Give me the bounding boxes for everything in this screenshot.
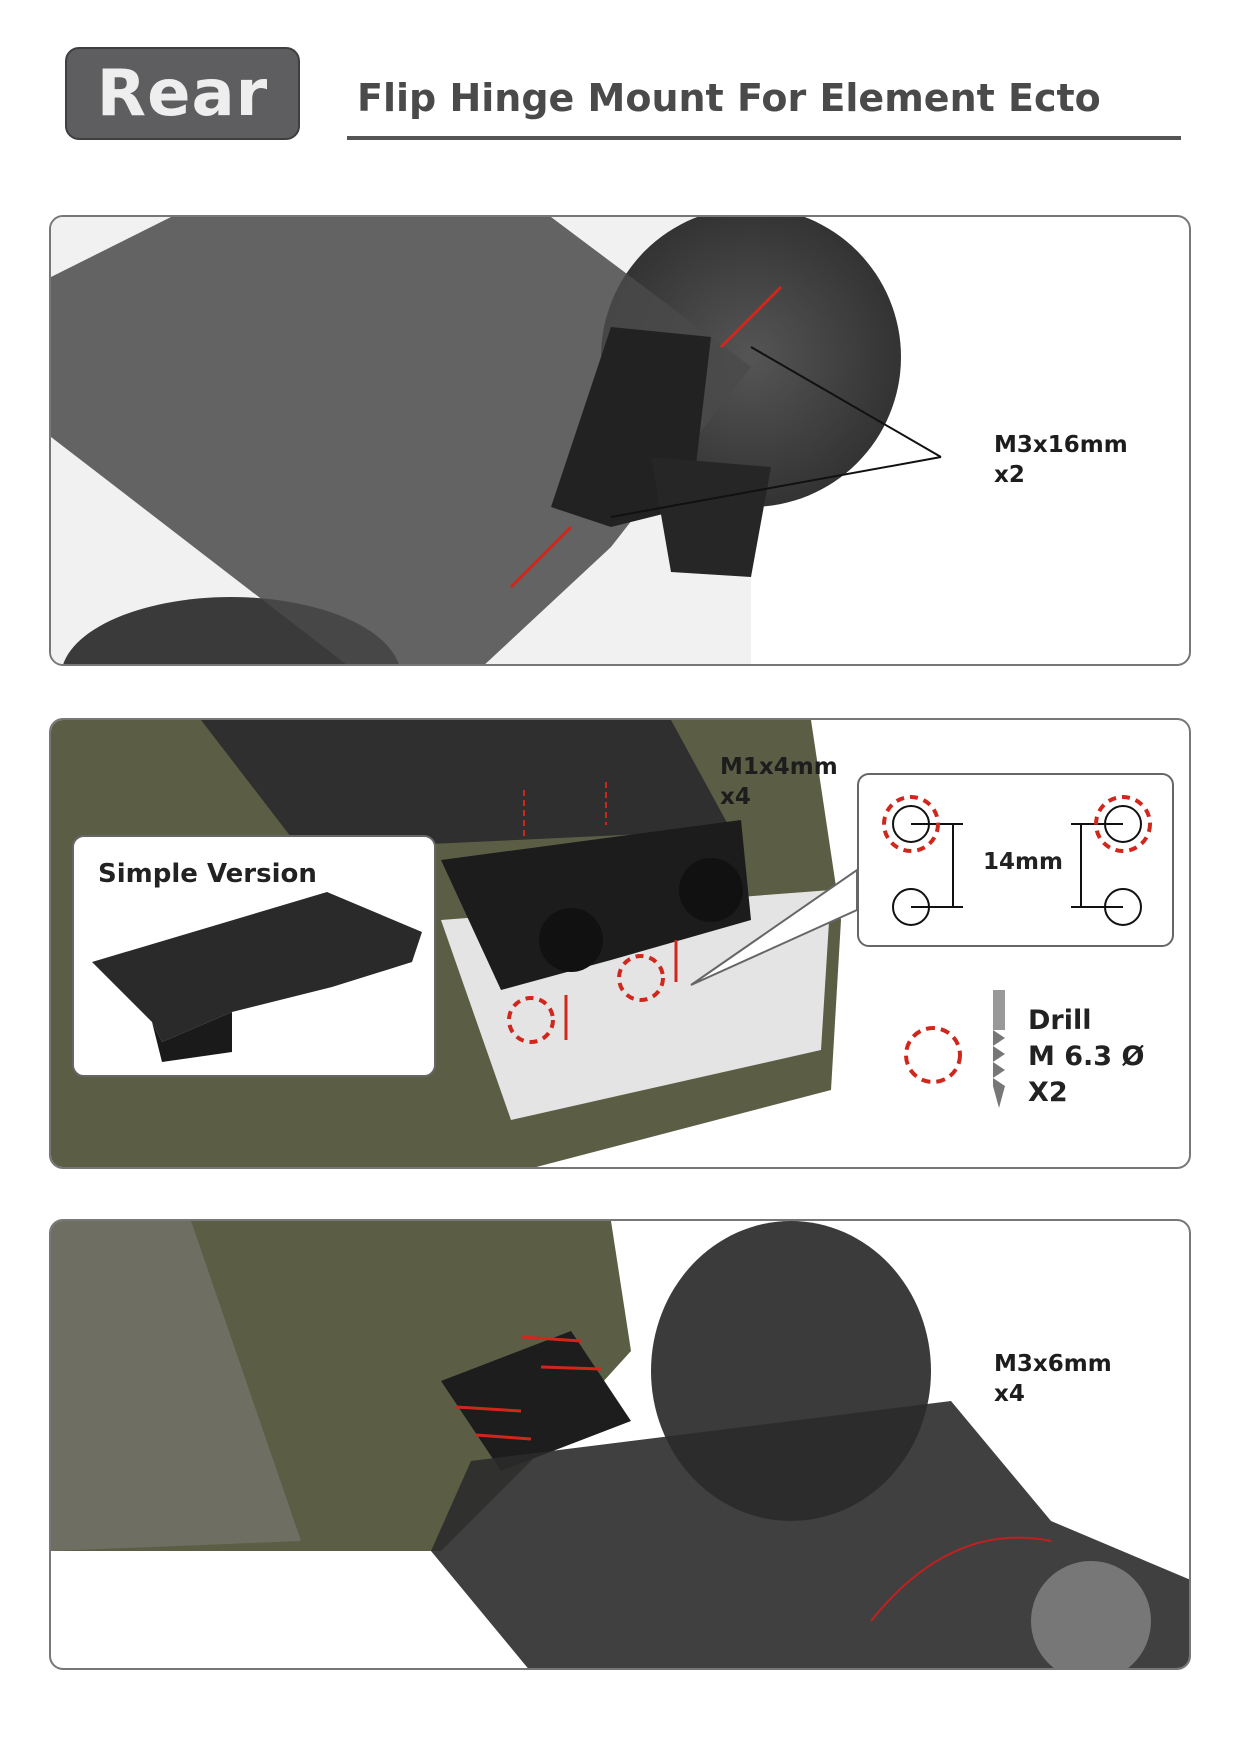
mounted-body-photo (51, 1221, 1189, 1668)
page-title: Flip Hinge Mount For Element Ecto (357, 76, 1101, 120)
drill-label: Drill (1028, 1005, 1092, 1036)
screw-spec-label: M3x6mm x4 (994, 1349, 1112, 1409)
section-badge: Rear (65, 47, 300, 140)
screw-size: M3x6mm (994, 1351, 1112, 1377)
screw-spec-label: M3x16mm x2 (994, 430, 1128, 490)
drill-bit-icon (993, 990, 1005, 1108)
step-2-panel: M1x4mm x4 Simple Version 14mm Dr (49, 718, 1191, 1169)
hole-pattern-callout: 14mm (857, 773, 1174, 947)
hole-pattern-diagram (882, 795, 1152, 926)
drill-hole-marker-icon (904, 1026, 962, 1084)
simple-mount-render (92, 892, 422, 1062)
simple-version-inset: Simple Version (72, 835, 436, 1077)
hole-spacing-label: 14mm (983, 849, 1063, 875)
screw-size: M3x16mm (994, 432, 1128, 458)
screw-size: M1x4mm (720, 754, 838, 780)
step-1-panel: M3x16mm x2 (49, 215, 1191, 666)
screw-quantity: x2 (994, 462, 1025, 488)
drill-instruction: Drill M 6.3 Ø X2 (1028, 1003, 1144, 1111)
title-underline (347, 136, 1181, 140)
screw-quantity: x4 (994, 1381, 1025, 1407)
screw-spec-label: M1x4mm x4 (720, 752, 838, 812)
screw-quantity: x4 (720, 784, 751, 810)
chassis-photo (51, 217, 942, 664)
drill-size: M 6.3 Ø (1028, 1041, 1145, 1072)
step-3-panel: M3x6mm x4 (49, 1219, 1191, 1670)
inset-title: Simple Version (98, 859, 317, 889)
drill-quantity: X2 (1028, 1077, 1068, 1108)
